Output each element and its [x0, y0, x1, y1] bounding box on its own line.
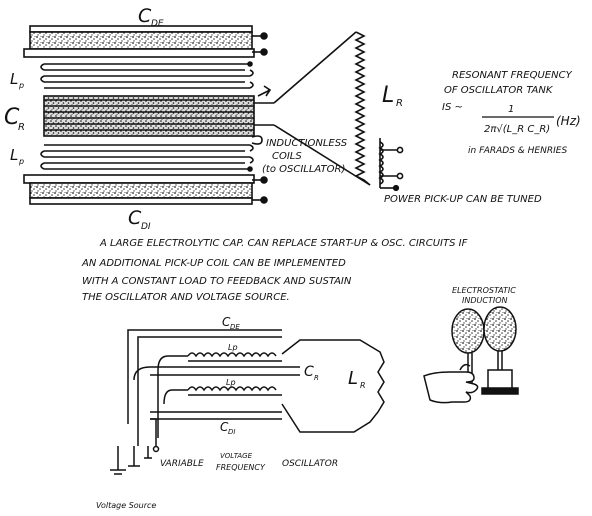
label-cr: C [4, 105, 20, 130]
resonant-frequency-formula: RESONANT FREQUENCY OF OSCILLATOR TANK IS… [442, 70, 581, 156]
inductionless-coil-leads [251, 135, 263, 145]
label-cdi: C [128, 207, 142, 229]
bottom-label-lr: L [348, 368, 358, 389]
label-lr-top: L [382, 83, 394, 108]
label-frequency: FREQUENCY [216, 463, 266, 472]
bottom-label-lp-top: Lp [228, 343, 238, 352]
formula-line3: IS ~ [442, 102, 463, 113]
capacitor-cr-block [43, 95, 255, 137]
label-oscillator: OSCILLATOR [282, 459, 338, 469]
cr-to-lr-leads [254, 31, 371, 186]
note-line4: THE OSCILLATOR AND VOLTAGE SOURCE. [82, 292, 290, 303]
right-paddle [483, 306, 517, 352]
label-voltage: VOLTAGE [220, 452, 253, 460]
formula-denominator: 2π√(L_R C_R) [484, 124, 550, 135]
label-lp-top-sub: p [18, 81, 24, 90]
note-line2: AN ADDITIONAL PICK-UP COIL CAN BE IMPLEM… [81, 258, 346, 269]
bottom-label-cde: C [222, 315, 231, 329]
capacitor-cdi-bottom [23, 174, 268, 205]
power-pickup-coil [378, 138, 404, 192]
label-cdi-sub: DI [141, 222, 151, 232]
label-voltage-source: Voltage Source [96, 501, 156, 510]
inductionless-line2: COILS [272, 151, 302, 162]
top-diagram [23, 25, 404, 205]
formula-line2: OF OSCILLATOR TANK [444, 85, 554, 96]
bottom-label-cr-sub: R [314, 374, 319, 382]
label-cde-sub: DE [151, 19, 164, 29]
formula-unit: (Hz) [556, 114, 581, 128]
stand-base [487, 369, 513, 391]
note-paragraph: A LARGE ELECTROLYTIC CAP. CAN REPLACE ST… [81, 238, 468, 303]
note-line1: A LARGE ELECTROLYTIC CAP. CAN REPLACE ST… [99, 238, 468, 249]
electrostatic-line2: INDUCTION [462, 296, 507, 305]
bottom-label-cdi-sub: DI [228, 428, 235, 436]
label-lr-top-sub: R [396, 98, 403, 109]
electrostatic-line1: ELECTROSTATIC [452, 286, 516, 295]
inductionless-line1: INDUCTIONLESS [266, 138, 348, 149]
inductor-lr [354, 31, 371, 186]
bottom-lr-loop [281, 339, 385, 433]
capacitor-cde-top [23, 25, 268, 58]
bottom-label-lr-sub: R [360, 381, 366, 390]
inductionless-line3: (to OSCILLATOR) [262, 164, 345, 175]
top-labels: C DE L p C R L p C DI L R INDUCTIONLESS … [4, 5, 542, 232]
bottom-lp-coil-bottom [187, 386, 277, 392]
hand-sketch [423, 371, 479, 404]
bottom-diagram [110, 329, 385, 475]
bottom-label-cde-sub: DE [230, 323, 240, 331]
note-line3: WITH A CONSTANT LOAD TO FEEDBACK AND SUS… [82, 276, 352, 287]
bottom-label-lp-bottom: Lp [226, 378, 236, 387]
bottom-lp-coil-top [187, 352, 277, 358]
bottom-label-cr: C [304, 364, 314, 380]
formula-numerator: 1 [508, 104, 514, 115]
formula-line1: RESONANT FREQUENCY [452, 70, 573, 81]
lp-coil-top [40, 61, 254, 89]
bottom-label-cdi: C [220, 420, 229, 434]
label-lp-top: L [10, 70, 18, 88]
power-pickup-text: POWER PICK-UP CAN BE TUNED [384, 194, 542, 205]
formula-units-note: in FARADS & HENRIES [468, 146, 567, 156]
electrostatic-induction-sketch: ELECTROSTATIC INDUCTION [423, 286, 519, 404]
label-variable: VARIABLE [160, 459, 204, 469]
label-cr-sub: R [18, 122, 25, 133]
bottom-labels: C DE Lp Lp C DI C R L R VARIABLE VOLTAGE… [96, 315, 366, 510]
label-lp-bottom-sub: p [18, 157, 24, 166]
lp-coil-bottom [40, 144, 254, 172]
label-cde: C [138, 5, 152, 27]
left-paddle [451, 308, 485, 354]
label-lp-bottom: L [10, 146, 18, 164]
